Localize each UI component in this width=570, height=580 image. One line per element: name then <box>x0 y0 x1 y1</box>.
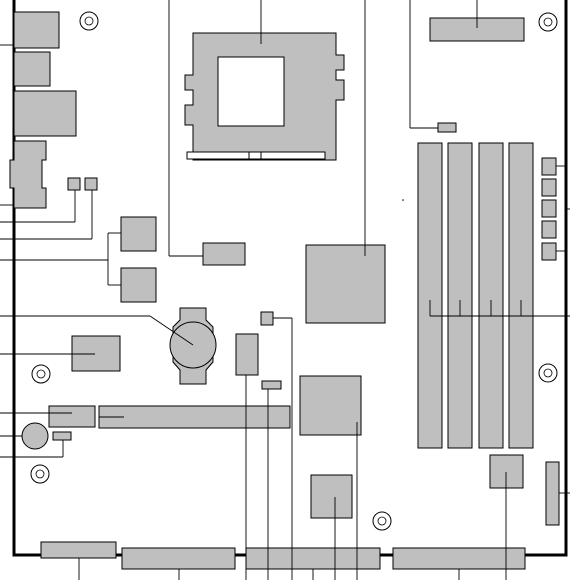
lan-chip <box>310 474 353 519</box>
bios-chip <box>71 335 121 372</box>
north-bridge-chip <box>305 244 386 324</box>
floppy-connector-bottom <box>40 541 117 559</box>
memory-slot-3 <box>478 142 504 449</box>
ide-connector-bottom-2 <box>245 547 381 570</box>
fan-header-mid <box>202 242 246 266</box>
back-panel-connector-block-1 <box>13 11 60 49</box>
back-panel-connector-block-2 <box>13 51 51 87</box>
back-panel-connector-block-3 <box>13 90 77 137</box>
speaker <box>21 422 49 450</box>
audio-header-1 <box>67 177 81 191</box>
io-controller-chip <box>235 333 259 376</box>
small-jumper <box>260 311 274 326</box>
back-panel-connector-block-4 <box>9 140 47 209</box>
front-panel-header <box>545 461 560 526</box>
fan-header-top <box>437 122 457 133</box>
ide-connector-bottom-3 <box>392 547 526 570</box>
processor-socket <box>184 32 345 161</box>
header-left <box>48 405 96 428</box>
chip-lower-left <box>120 267 157 303</box>
power-connector-right <box>489 454 524 489</box>
audio-header-2 <box>84 177 98 191</box>
ide-connector-bottom-1 <box>121 547 236 570</box>
memory-slot-4 <box>508 142 534 449</box>
pci-slot <box>98 405 291 429</box>
mounting-holes <box>30 11 558 531</box>
memory-slot-1 <box>417 142 443 449</box>
memory-slot-2 <box>447 142 473 449</box>
ide-connector-right <box>541 157 557 261</box>
chip-upper-left <box>120 216 157 252</box>
speaker-header <box>52 431 72 441</box>
south-bridge-chip <box>299 375 362 436</box>
battery <box>169 307 217 385</box>
small-jumper-2 <box>261 380 282 390</box>
